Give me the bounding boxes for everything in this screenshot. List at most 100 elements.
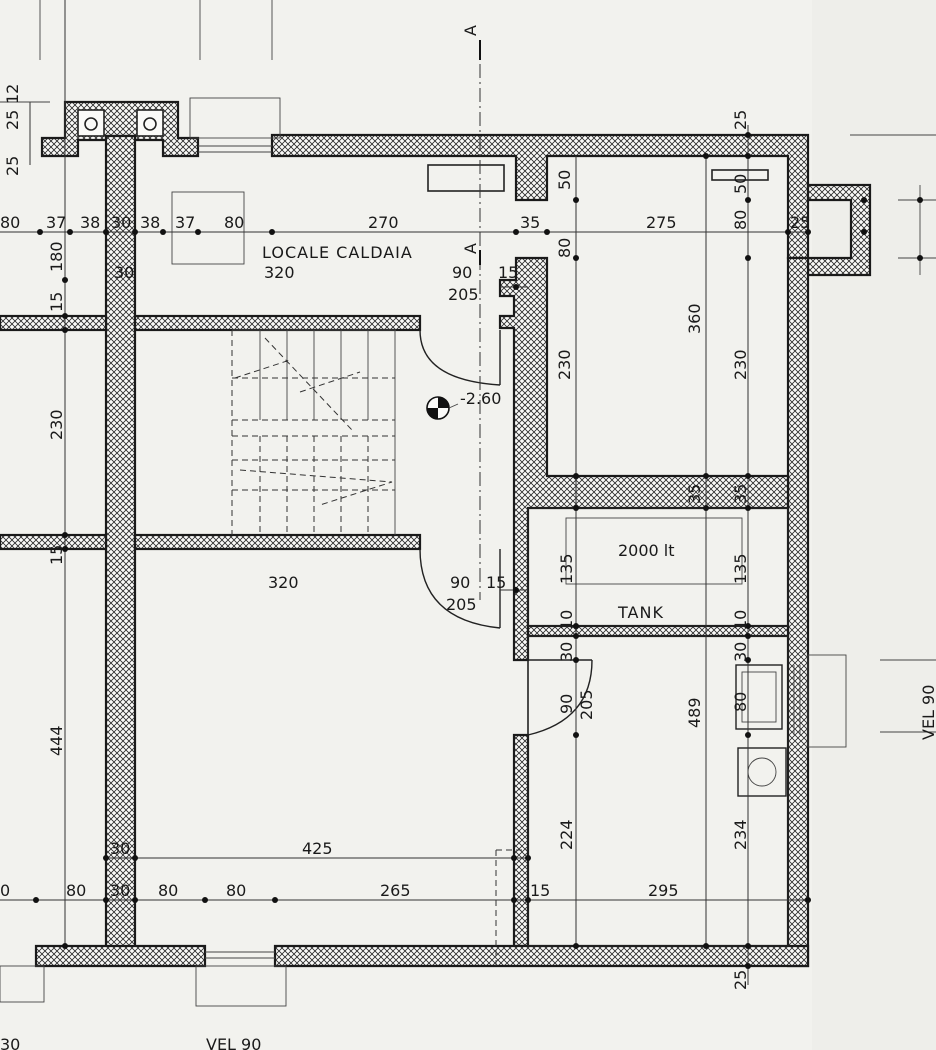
section-mark-mid: A <box>461 243 480 254</box>
dimension-label: VEL 90 <box>206 1035 261 1050</box>
dimension-label: 30 <box>111 213 131 232</box>
dimension-label: 90 <box>450 573 470 592</box>
dimension-label: VEL 90 <box>919 685 936 740</box>
labels: LOCALE CALDAIA 2000 lt TANK -2.60 A A <box>262 25 675 622</box>
dimension-label: 295 <box>648 881 679 900</box>
boiler-unit <box>427 164 505 192</box>
dimension-label: 205 <box>577 689 596 720</box>
dimension-label: 25 <box>731 970 750 990</box>
left-horizontal-wall-2 <box>0 533 108 551</box>
door-swing-2 <box>419 548 501 629</box>
dimension-label: 10 <box>731 610 750 630</box>
dimension-label: 205 <box>446 595 477 614</box>
dimension-label: 25 <box>3 156 22 176</box>
dimension-label: 30 <box>0 1035 20 1050</box>
flues <box>77 109 164 137</box>
dimension-label: 25 <box>790 213 810 232</box>
right-exterior-wall <box>786 256 810 968</box>
dimension-label: 90 <box>452 263 472 282</box>
dimension-label: 37 <box>175 213 195 232</box>
dimension-label: 80 <box>555 238 574 258</box>
lower-right-room-outline <box>527 635 789 947</box>
level-label: -2.60 <box>460 389 501 408</box>
top-wall <box>270 133 810 260</box>
sink-icon <box>735 664 783 730</box>
dimension-label: 50 <box>731 174 750 194</box>
dimension-label: 30 <box>731 642 750 662</box>
dimension-label: 30 <box>110 839 130 858</box>
dimension-ticks <box>33 132 923 969</box>
walls <box>0 100 872 968</box>
dimension-label: 15 <box>47 292 66 312</box>
dimension-label: 38 <box>80 213 100 232</box>
dimension-label: 425 <box>302 839 333 858</box>
dimension-label: 320 <box>268 573 299 592</box>
dimension-label: 135 <box>557 553 576 584</box>
stair-wall-bottom <box>133 533 422 551</box>
dimension-label: 15 <box>47 545 66 565</box>
page-margin <box>812 0 936 1050</box>
dimension-label: 30 <box>114 263 134 282</box>
dimension-label: 80 <box>66 881 86 900</box>
dimension-label: 15 <box>530 881 550 900</box>
tank-capacity-label: 2000 lt <box>618 541 675 560</box>
stair-wall-top <box>133 314 422 332</box>
dimension-label: 10 <box>557 610 576 630</box>
washing-machine-icon <box>737 747 787 797</box>
dimension-labels: 25 12 25 80 37 38 30 38 37 80 270 35 275… <box>0 84 936 1050</box>
openings <box>0 97 847 1007</box>
floor-hatch <box>171 191 245 265</box>
dimension-label: 80 <box>731 692 750 712</box>
stairs <box>231 329 396 535</box>
dimension-label: 30 <box>557 642 576 662</box>
dimension-label: 360 <box>685 303 704 334</box>
fixtures <box>171 164 787 797</box>
tank-label: TANK <box>617 603 664 622</box>
dimension-label: 25 <box>3 110 22 130</box>
dimension-label: 80 <box>226 881 246 900</box>
dimension-label: 80 <box>731 210 750 230</box>
bottom-wall-left <box>34 944 207 968</box>
level-marker <box>426 396 459 420</box>
flue-outlet <box>711 169 769 181</box>
lower-center-wall <box>512 733 530 948</box>
dimension-label: 444 <box>47 725 66 756</box>
dimension-label: 320 <box>264 263 295 282</box>
dimension-label: 489 <box>685 697 704 728</box>
section-mark-top: A <box>461 25 480 36</box>
dimension-label: 270 <box>368 213 399 232</box>
dimension-label: 265 <box>380 881 411 900</box>
dimension-label: 234 <box>731 819 750 850</box>
dimension-label: 12 <box>3 84 22 104</box>
dimension-label: 275 <box>646 213 677 232</box>
dimension-label: 37 <box>46 213 66 232</box>
dimension-label: 90 <box>557 694 576 714</box>
dimension-label: 230 <box>47 409 66 440</box>
dimension-label: 180 <box>47 241 66 272</box>
dimension-label: 80 <box>224 213 244 232</box>
dimension-label: 25 <box>731 110 750 130</box>
dimension-label: 224 <box>557 819 576 850</box>
center-vertical-wall <box>498 256 790 662</box>
bottom-wall-right <box>273 944 810 968</box>
dimension-label: 230 <box>731 349 750 380</box>
dimension-label: 35 <box>731 484 750 504</box>
dimension-label: 205 <box>448 285 479 304</box>
dimension-label: 0 <box>0 881 10 900</box>
dimension-label: 35 <box>520 213 540 232</box>
dimension-label: 30 <box>110 881 130 900</box>
tank-room-outline <box>527 507 789 627</box>
dimension-label: 135 <box>731 553 750 584</box>
door-swing-1 <box>419 329 501 386</box>
room-label: LOCALE CALDAIA <box>262 243 413 262</box>
dimension-label: 38 <box>140 213 160 232</box>
dimension-label: 80 <box>158 881 178 900</box>
dimension-label: 80 <box>0 213 20 232</box>
dimension-label: 15 <box>486 573 506 592</box>
left-horizontal-wall-1 <box>0 314 108 332</box>
dimension-label: 15 <box>498 263 518 282</box>
dimension-label: 35 <box>685 484 704 504</box>
doors <box>419 329 593 736</box>
dimension-label: 50 <box>555 170 574 190</box>
